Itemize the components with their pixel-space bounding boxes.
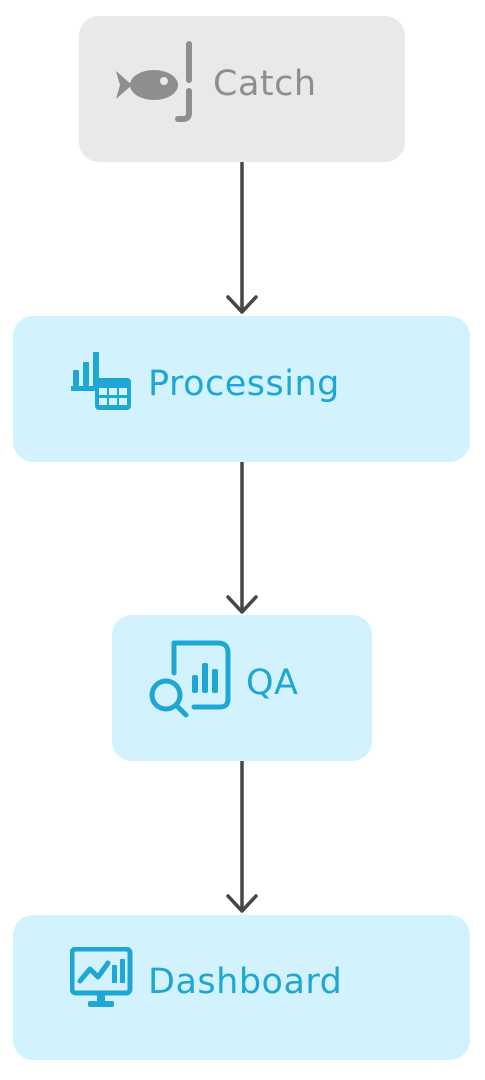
node-processing[interactable]: Processing xyxy=(13,316,470,462)
monitor-chart-icon xyxy=(69,946,134,1011)
edge-qa-dashboard xyxy=(226,759,258,913)
data-table-chart-icon xyxy=(71,348,133,412)
edge-catch-processing xyxy=(226,161,258,314)
edge-processing-qa xyxy=(226,460,258,614)
node-catch-label: Catch xyxy=(213,64,317,104)
report-search-icon xyxy=(146,637,232,723)
fishing-hook-icon xyxy=(114,39,198,123)
node-catch[interactable]: Catch xyxy=(79,16,405,162)
node-processing-label: Processing xyxy=(148,364,340,404)
node-dashboard-label: Dashboard xyxy=(148,962,343,1002)
node-qa-label: QA xyxy=(246,663,299,703)
node-qa[interactable]: QA xyxy=(112,615,372,761)
node-dashboard[interactable]: Dashboard xyxy=(13,915,470,1060)
